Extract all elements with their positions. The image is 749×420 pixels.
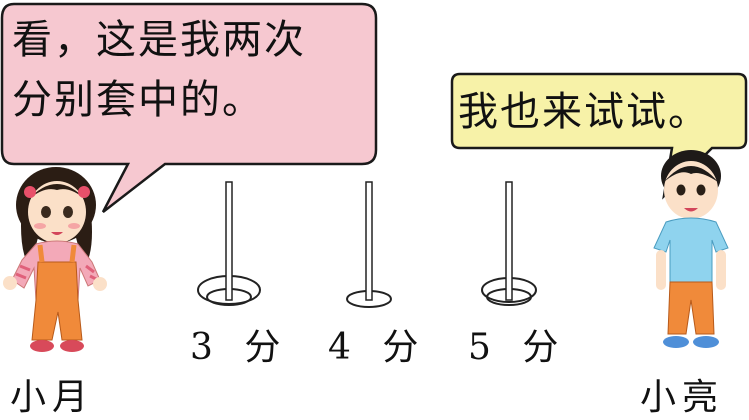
peg-label-4: 4 分	[328, 327, 429, 368]
speech-left-text: 看，这是我两次 分别套中的。	[12, 10, 306, 130]
peg-4	[346, 181, 392, 308]
peg-5	[481, 181, 537, 306]
peg-label-3: 3 分	[190, 327, 291, 368]
boy-character	[653, 150, 729, 348]
girl-name: 小月	[10, 377, 95, 418]
boy-name: 小亮	[640, 377, 725, 418]
peg-3	[197, 181, 261, 306]
speech-left-line2: 分别套中的。	[12, 77, 264, 123]
speech-left-line1: 看，这是我两次	[12, 17, 306, 63]
girl-character	[3, 167, 107, 352]
peg-label-5: 5 分	[468, 327, 569, 368]
speech-bubble-left	[0, 2, 378, 213]
speech-right-text: 我也来试试。	[458, 89, 710, 135]
